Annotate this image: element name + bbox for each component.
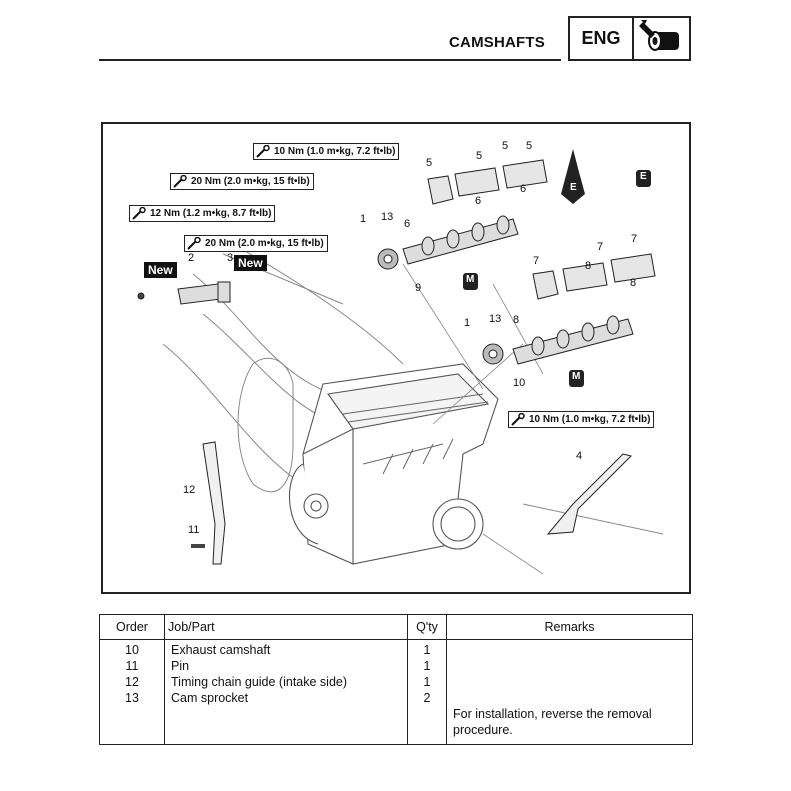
torque-spec-4-text: 20 Nm (2.0 m•kg, 15 ft•lb) — [205, 238, 324, 249]
callout-7b: 7 — [597, 241, 604, 253]
wrench-icon — [132, 207, 146, 220]
col-header-qty: Q'ty — [407, 614, 447, 640]
table-row: 10 11 12 13 Exhaust camshaft Pin Timing … — [99, 639, 693, 745]
callout-6b: 6 — [475, 195, 482, 207]
order-value: 12 — [125, 675, 139, 689]
callout-9: 9 — [415, 282, 422, 294]
callout-6c: 6 — [520, 183, 527, 195]
engine-icon — [639, 20, 679, 51]
qty-value: 1 — [423, 659, 431, 673]
lube-symbol-e1: E — [570, 182, 577, 193]
callout-8b: 8 — [585, 260, 592, 272]
section-tab: ENG — [568, 16, 691, 61]
exploded-diagram: 10 Nm (1.0 m•kg, 7.2 ft•lb) 20 Nm (2.0 m… — [101, 122, 691, 594]
col-header-order: Order — [99, 614, 165, 640]
callout-5c: 5 — [502, 140, 509, 152]
new-tag-1: New — [144, 262, 177, 278]
part-cell: Exhaust camshaft Pin Timing chain guide … — [164, 639, 408, 745]
torque-spec-1: 10 Nm (1.0 m•kg, 7.2 ft•lb) — [253, 143, 400, 160]
callout-1-exhaust: 1 — [464, 317, 471, 329]
qty-cell: 1 1 1 2 — [407, 639, 447, 745]
wrench-icon — [256, 145, 270, 158]
callout-4: 4 — [576, 450, 583, 462]
torque-spec-5: 10 Nm (1.0 m•kg, 7.2 ft•lb) — [508, 411, 655, 428]
diagram-drawing — [137, 149, 664, 575]
remarks-text: For installation, reverse the removal — [453, 707, 652, 721]
callout-3: 3 — [227, 252, 234, 264]
lube-symbol-m2: M — [572, 371, 581, 382]
lube-symbol-m1: M — [466, 274, 475, 285]
order-cell: 10 11 12 13 — [99, 639, 165, 745]
callout-13-intake: 13 — [381, 211, 394, 223]
wrench-icon — [511, 413, 525, 426]
wrench-icon — [187, 237, 201, 250]
qty-value: 1 — [423, 643, 431, 657]
callout-11: 11 — [188, 524, 200, 536]
col-header-remarks: Remarks — [446, 614, 693, 640]
callout-12: 12 — [183, 484, 196, 496]
wrench-icon — [173, 175, 187, 188]
remarks-text: procedure. — [453, 723, 513, 737]
callout-10: 10 — [513, 377, 526, 389]
torque-spec-4: 20 Nm (2.0 m•kg, 15 ft•lb) — [184, 235, 328, 252]
remarks-cell: For installation, reverse the removal pr… — [446, 639, 693, 745]
part-value: Pin — [171, 659, 190, 673]
callout-6a: 6 — [404, 218, 411, 230]
callout-7c: 7 — [631, 233, 638, 245]
lube-symbol-e2: E — [640, 171, 647, 182]
callout-8c: 8 — [630, 277, 637, 289]
col-header-part: Job/Part — [164, 614, 408, 640]
page-title: CAMSHAFTS — [449, 34, 545, 51]
callout-13-exhaust: 13 — [489, 313, 502, 325]
torque-spec-2: 20 Nm (2.0 m•kg, 15 ft•lb) — [170, 173, 314, 190]
callout-5d: 5 — [526, 140, 533, 152]
callout-7a: 7 — [533, 255, 540, 267]
title-rule — [99, 59, 561, 61]
callout-5a: 5 — [426, 157, 433, 169]
order-value: 10 — [125, 643, 139, 657]
torque-spec-1-text: 10 Nm (1.0 m•kg, 7.2 ft•lb) — [274, 146, 396, 157]
callout-8a: 8 — [513, 314, 520, 326]
part-value: Cam sprocket — [171, 691, 249, 705]
part-value: Exhaust camshaft — [171, 643, 271, 657]
torque-spec-5-text: 10 Nm (1.0 m•kg, 7.2 ft•lb) — [529, 414, 651, 425]
torque-spec-3: 12 Nm (1.2 m•kg, 8.7 ft•lb) — [129, 205, 276, 222]
table-header-row: Order Job/Part Q'ty Remarks — [99, 614, 693, 640]
order-value: 13 — [125, 691, 139, 705]
parts-table: Order Job/Part Q'ty Remarks 10 11 12 13 … — [99, 614, 693, 745]
callout-2: 2 — [188, 252, 195, 264]
torque-spec-3-text: 12 Nm (1.2 m•kg, 8.7 ft•lb) — [150, 208, 272, 219]
qty-value: 1 — [423, 675, 431, 689]
callout-5b: 5 — [476, 150, 483, 162]
section-tab-label: ENG — [570, 18, 634, 59]
callout-1-intake: 1 — [360, 213, 367, 225]
torque-spec-2-text: 20 Nm (2.0 m•kg, 15 ft•lb) — [191, 176, 310, 187]
part-value: Timing chain guide (intake side) — [171, 675, 348, 689]
qty-value: 2 — [423, 691, 431, 705]
order-value: 11 — [125, 659, 139, 673]
new-tag-2: New — [234, 255, 267, 271]
